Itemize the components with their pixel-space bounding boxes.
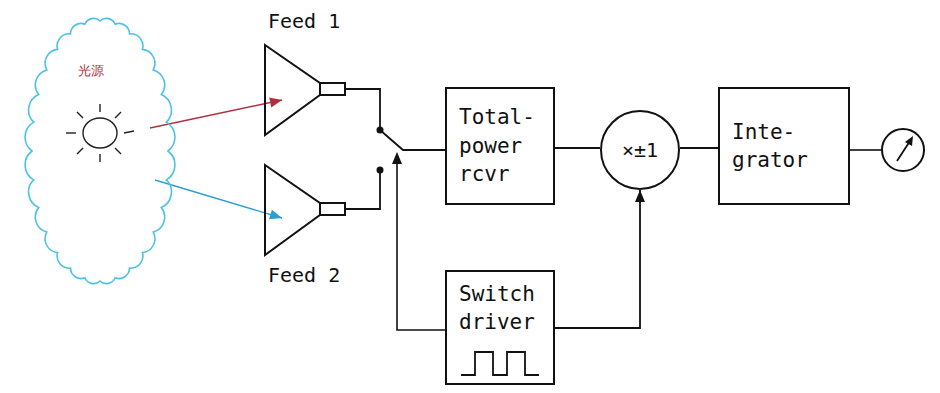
meter-symbol [882,129,924,171]
multiplier-circle: ×±1 [600,110,680,190]
connector-line [555,190,640,328]
connector-line [155,180,282,218]
arrow-head [269,98,282,108]
signal-connector [555,190,645,328]
cloud-outline [18,6,183,296]
connector-line [680,147,718,149]
light-source-cloud: 光源 [18,6,183,296]
horn-shape [265,45,345,135]
node-label: Switch driver [459,280,541,337]
horn-neck [319,203,321,215]
signal-connector [345,150,445,209]
cloud-shape [25,18,175,283]
connector-line [345,89,445,150]
arrow-head [269,210,282,220]
connector-line [345,150,445,209]
switch-driver-box: Switch driver [445,270,555,385]
horn-neck [319,83,321,95]
node-label: ×±1 [622,137,658,164]
integrator-box: Inte- grator [718,87,850,205]
node-label: Inte- grator [732,118,836,175]
arrow-head [392,152,402,164]
feed-horn: Feed 2 [262,160,354,295]
signal-connector [555,148,600,149]
node-label: 光源 [78,62,104,80]
receiver-box: Total- power rcvr [445,87,555,205]
signal-connector [345,89,445,150]
horn-shape [265,165,345,255]
control-wire [397,160,445,330]
square-wave-line [461,352,539,375]
connector-line [555,147,600,149]
feed-horn: Feed 1 [262,6,354,138]
output-wire [850,149,882,151]
signal-connector [680,148,718,149]
node-label: Feed 2 [268,262,340,289]
node-label: Total- power rcvr [459,103,541,188]
sun-symbol [66,104,134,162]
arrow-head [635,190,645,202]
signal-connector [155,180,282,219]
node-label: Feed 1 [268,8,340,35]
